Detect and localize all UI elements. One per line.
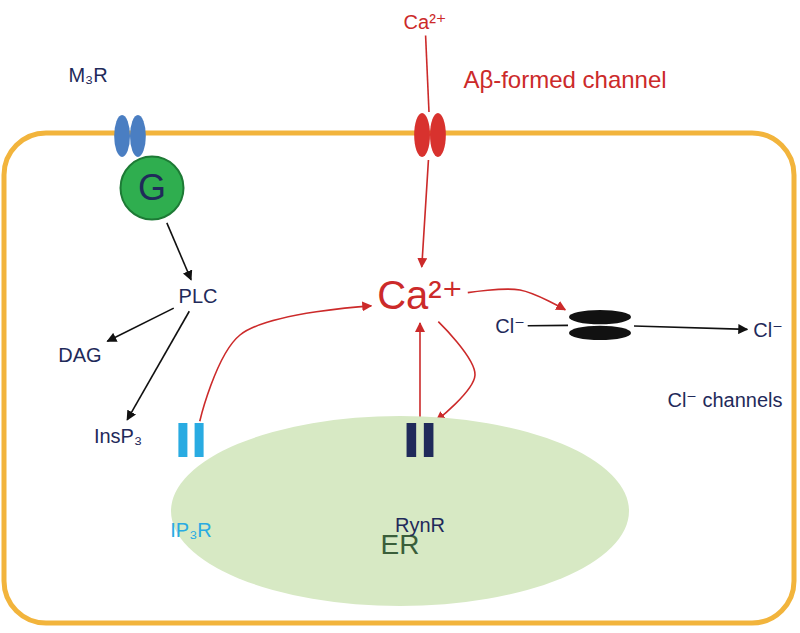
receptor-subunit	[407, 423, 417, 457]
ion-label: Ca²⁺	[401, 9, 450, 36]
channel-subunit	[114, 115, 130, 157]
channel-subunit	[414, 113, 430, 157]
organelle-shape	[170, 415, 630, 607]
messenger-label: InsP₃	[91, 423, 145, 450]
receptor-label: RynR	[395, 514, 445, 537]
receptor-shape	[176, 423, 206, 457]
messenger-label-label: InsP₃	[94, 425, 142, 448]
ion-label: Ca²⁺	[374, 270, 466, 320]
enzyme-label: PLC	[176, 283, 221, 310]
arrow-connector	[107, 308, 173, 341]
channel-subunit	[569, 326, 631, 340]
ion-label-label: Ca²⁺	[404, 11, 447, 34]
arrow-connector	[167, 223, 191, 280]
channel-subunit	[130, 115, 146, 157]
channel: Cl⁻ channels	[568, 307, 632, 343]
receptor-shape	[112, 114, 148, 158]
arrow-connector	[528, 325, 568, 327]
receptor-subunit	[424, 423, 434, 457]
channel-label: Cl⁻ channels	[667, 389, 782, 412]
ion-label-label: Ca²⁺	[377, 272, 463, 318]
ion-label-label: Cl⁻	[753, 319, 782, 342]
messenger-label: DAG	[55, 342, 104, 369]
g-protein-label: G	[138, 167, 166, 208]
receptor-label: IP₃R	[170, 519, 211, 542]
ion-label: Cl⁻	[750, 317, 785, 344]
arrow-connector	[634, 326, 747, 329]
g-protein: G	[119, 155, 185, 221]
g-protein-circle	[121, 157, 184, 220]
receptor-subunit	[178, 423, 187, 457]
receptor-label: M₃R	[68, 64, 107, 87]
er-ellipse	[171, 416, 629, 606]
arrow-connector	[426, 36, 429, 113]
arrow-connector	[468, 289, 565, 310]
receptor: M₃R	[112, 114, 148, 158]
channel: Aβ-formed channel	[412, 112, 448, 158]
receptor-subunit	[195, 423, 204, 457]
arrow-connector	[422, 160, 429, 267]
channel-shape	[412, 112, 448, 158]
channel-label: Aβ-formed channel	[463, 66, 666, 94]
enzyme-label-label: PLC	[179, 285, 218, 308]
receptor-shape	[404, 423, 436, 457]
cell-membrane	[4, 133, 794, 623]
channel-subunit	[430, 113, 446, 157]
channel-subunit	[569, 310, 631, 324]
ion-label: Cl⁻	[492, 313, 527, 340]
arrow-connector	[200, 306, 371, 421]
arrow-connector	[127, 311, 189, 420]
receptor: RynR	[404, 423, 436, 457]
messenger-label-label: DAG	[58, 344, 101, 367]
arrow-connector	[436, 322, 475, 421]
channel-shape	[568, 307, 632, 343]
organelle: ERIP₃RRynR	[170, 415, 630, 607]
ion-label-label: Cl⁻	[495, 315, 524, 338]
arrow-connector	[419, 323, 421, 421]
receptor: IP₃R	[176, 423, 206, 457]
